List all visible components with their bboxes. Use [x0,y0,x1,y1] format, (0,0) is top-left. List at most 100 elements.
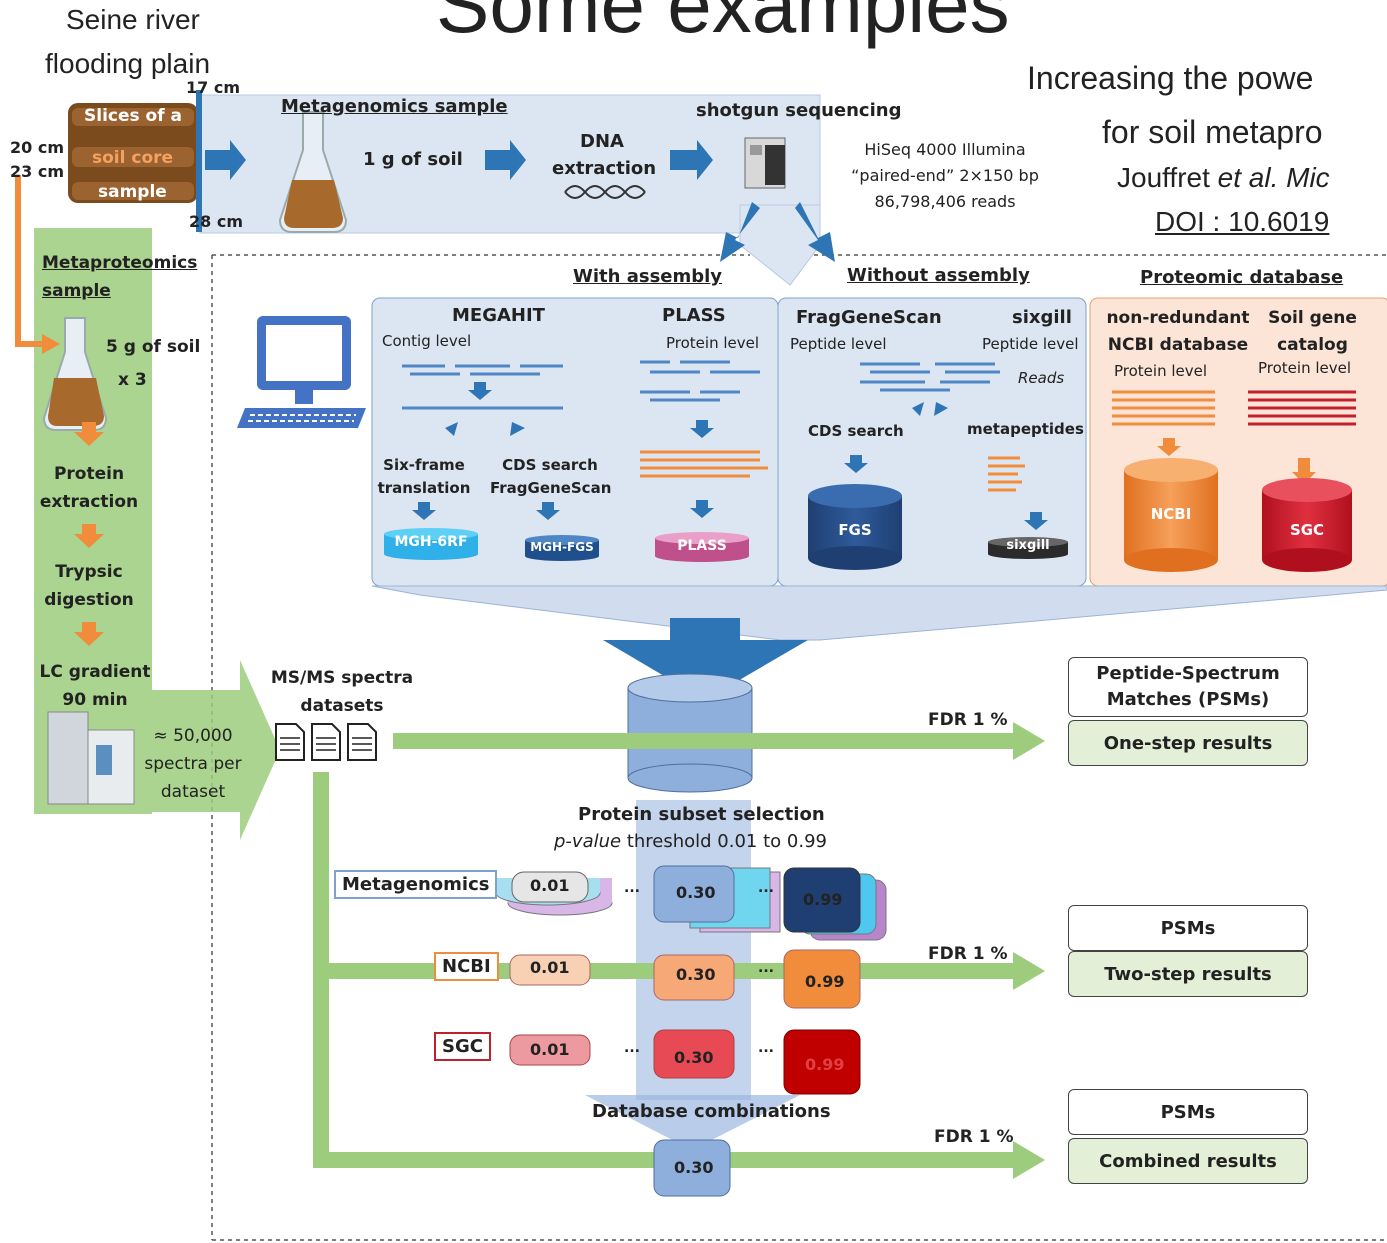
subset-db-ncbi [783,949,861,1009]
subset-db-metagenomics [653,865,781,933]
soil-gene-line: Soil gene [1268,308,1357,328]
metaproteomics-heading: Metaproteomics sample [42,249,197,305]
threshold-value: 0.01 [530,958,570,977]
sequencing-title: shotgun sequencing [696,100,902,121]
with-assembly-heading: With assembly [573,266,723,287]
orange-connector [15,175,48,347]
spectra-line: spectra per [144,754,242,774]
fdr-label: FDR 1 % [934,1127,1014,1147]
nr-ncbi-line: NCBI database [1107,335,1249,355]
threshold-value: 0.01 [530,1040,570,1059]
depth-label: 28 cm [189,212,243,231]
psm-line: Matches (PSMs) [1106,689,1270,710]
database-cylinder-icon [1124,458,1218,572]
nr-ncbi-label: non-redundant NCBI database [1098,305,1258,359]
db-label-mgh6rf: MGH-6RF [394,534,468,550]
subset-db-metagenomics [783,867,887,941]
arrow-down-icon [74,422,104,446]
nr-ncbi-line: non-redundant [1106,308,1250,328]
psm-line: Peptide-Spectrum [1096,663,1280,684]
spectra-line: ≈ 50,000 [153,726,233,746]
step-line: Trypsic [55,562,123,582]
ellipsis: ... [758,1040,774,1056]
threshold-value: 0.30 [676,883,716,902]
cds-search-label: CDS search [808,422,904,440]
step-label: Protein extraction [30,460,148,516]
depth-label: 23 cm [10,162,64,181]
psms-box: PSMs [1068,1089,1308,1135]
subset-db-ncbi [653,954,735,1001]
database-cylinder-icon [988,537,1068,559]
threshold-value: 0.99 [803,890,843,909]
ellipsis: ... [758,880,774,896]
dna-extraction-line: extraction [552,158,657,179]
cds-search-line: CDS search [502,456,598,474]
ncbi-tag: NCBI [434,952,499,981]
fraggenescan-label: FragGeneScan [796,307,942,328]
soil-core-icon [68,103,198,203]
db-label-plass: PLASS [677,538,727,554]
citation: Jouffret et al. Mic [1117,162,1330,194]
protein-level-label: Protein level [666,334,760,352]
one-step-results-box: One-step results [1068,720,1308,766]
two-step-results-box: Two-step results [1068,951,1308,997]
ellipsis: ... [758,960,774,976]
doi-link[interactable]: DOI : 10.6019 [1155,206,1330,237]
subset-db-sgc [783,1029,861,1095]
without-assembly-heading: Without assembly [847,265,1030,286]
sequencer-icon [744,137,786,189]
sgc-tag: SGC [434,1032,491,1061]
threshold-value: 0.30 [676,965,716,984]
core-slice-label: soil core [92,148,174,168]
soil-mass-label: 5 g of soil [106,337,201,357]
step-line: extraction [39,492,139,512]
database-cylinder-icon [384,528,478,560]
soil-mass-label: 1 g of soil [363,149,463,170]
metaproteomics-heading-line: Metaproteomics [42,253,198,273]
six-frame-line: Six-frame [383,456,465,474]
arrow-right-icon [670,140,713,180]
db-label-ncbi: NCBI [1150,505,1192,523]
peptide-level-label: Peptide level [790,335,887,353]
subset-db-sgc [653,1029,735,1079]
reads-label: Reads [1018,369,1065,387]
soil-gene-line: catalog [1277,335,1348,355]
database-cylinder-icon [1262,478,1352,572]
spectra-count-label: ≈ 50,000 spectra per dataset [138,722,248,806]
depth-label: 17 cm [186,78,240,97]
combined-db-cylinder [653,1139,731,1197]
protein-level-label: Protein level [1258,359,1352,377]
computer-icon [237,316,366,428]
lc-ms-instrument-icon [47,711,135,805]
sequencing-detail: 86,798,406 reads [874,192,1016,211]
six-frame-line: translation [377,479,471,497]
subset-db-metagenomics [495,871,613,916]
citation-journal: et al. Mic [1217,162,1330,193]
cds-search-line: FragGeneScan [490,479,612,497]
metapeptides-label: metapeptides [967,420,1084,438]
slide-subtitle-2: for soil metapro [1102,114,1323,150]
step-line: Protein [53,464,125,484]
subset-db-ncbi [509,954,591,986]
arrow-down-icon [603,618,808,700]
metaproteomics-heading-line: sample [42,281,111,301]
threshold-value: 0.01 [530,876,570,895]
soil-gene-label: Soil gene catalog [1260,305,1365,359]
fdr-label: FDR 1 % [928,944,1008,964]
ellipsis: ... [624,880,640,896]
db-label-sixgill: sixgill [1006,538,1050,553]
subset-threshold-label: p-value threshold 0.01 to 0.99 [554,831,827,852]
sequencing-detail: “paired-end” 2×150 bp [851,166,1039,185]
depth-label: 20 cm [10,138,64,157]
dna-extraction-line: DNA [580,131,624,152]
step-label: LC gradient 90 min [30,658,160,714]
msms-line: datasets [300,696,384,716]
database-cylinder-icon [808,484,902,570]
fdr-label: FDR 1 % [928,710,1008,730]
database-cylinder-icon [525,535,599,561]
contig-level-label: Contig level [382,332,472,350]
site-label-2: flooding plain [45,48,211,79]
six-frame-label: Six-frame translation [376,454,472,500]
msms-datasets-label: MS/MS spectra datasets [262,664,422,720]
subset-selection-title: Protein subset selection [578,804,825,825]
